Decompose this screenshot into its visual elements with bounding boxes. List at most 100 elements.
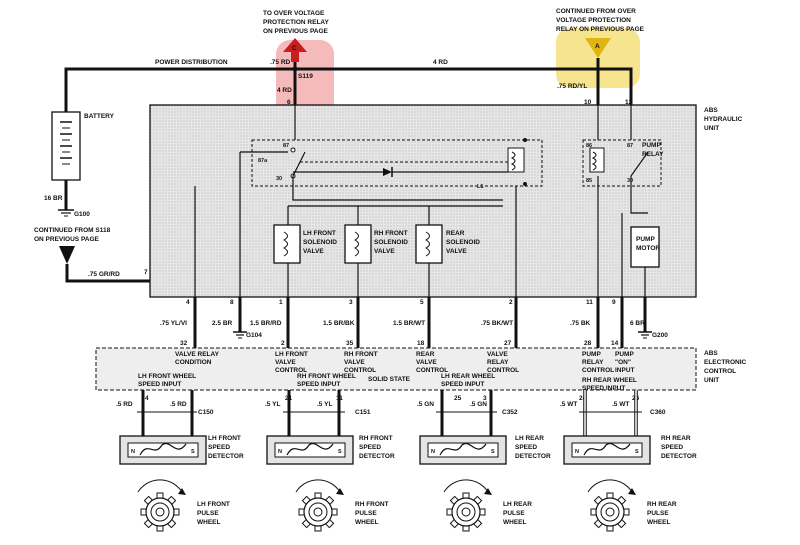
int-wire-pump [630,176,648,214]
svg-text:RH FRONT: RH FRONT [359,435,393,442]
valve-relay-coil [507,147,525,173]
battery [51,111,81,181]
s2-wire-a: .5 GN [417,401,434,408]
rh-front-valve-label: RH FRONT SOLENOID VALVE [374,230,408,255]
term-87a: 87a [258,158,268,164]
svg-text:SPEED INPUT: SPEED INPUT [441,381,484,388]
ground-g200-label: G200 [652,332,668,339]
rh-front-solenoid-valve [344,224,372,264]
wheel-label-rh-rear: RH REAR PULSE WHEEL [647,501,677,526]
pin-8: 8 [230,299,234,306]
svg-text:CONTROL: CONTROL [416,367,448,374]
svg-text:B: B [65,252,69,258]
valve-relay-dashed [251,139,543,187]
svg-text:SPEED INPUT: SPEED INPUT [138,381,181,388]
sensor-wires-lh-front [141,390,194,436]
detector-n-label: N [278,449,282,455]
svg-text:CONTROL: CONTROL [487,367,519,374]
pin-11: 11 [586,299,593,306]
ecu-pin-28: 28 [584,340,592,347]
svg-text:VALVE: VALVE [416,359,437,366]
int-wire-30 [292,176,503,201]
wheel-label-rh-front: RH FRONT PULSE WHEEL [355,501,389,526]
pin-4: 4 [186,299,190,306]
lh-front-valve-label: LH FRONT SOLENOID VALVE [303,230,337,255]
rear-solenoid-valve [415,224,443,264]
svg-text:PUMP: PUMP [582,351,601,358]
term-86: 86 [586,143,592,149]
svg-text:LH REAR: LH REAR [515,435,544,442]
term-87: 87 [283,143,289,149]
wire-label-7: 6 BR [630,320,645,327]
svg-text:SOLENOID: SOLENOID [303,239,337,246]
svg-text:VALVE: VALVE [275,359,296,366]
ecu-pin-32: 32 [180,340,188,347]
svg-text:ON PREVIOUS PAGE: ON PREVIOUS PAGE [263,28,329,35]
pin-12: 12 [625,99,633,106]
connector-b: B [59,246,75,264]
svg-text:LH REAR: LH REAR [503,501,532,508]
svg-text:PULSE: PULSE [503,510,525,517]
svg-text:SPEED: SPEED [661,444,683,451]
power-distribution-wire [64,67,633,122]
svg-text:RH REAR WHEEL: RH REAR WHEEL [582,377,637,384]
pin-1: 1 [279,299,283,306]
svg-text:PULSE: PULSE [197,510,219,517]
wire-75rd-label: .75 RD [270,59,291,66]
det-label-lh-front: LH FRONT SPEED DETECTOR [208,435,244,460]
svg-text:DETECTOR: DETECTOR [661,453,697,460]
svg-text:UNIT: UNIT [704,125,719,132]
svg-text:CONTINUED FROM S118: CONTINUED FROM S118 [34,227,111,234]
detector-s-label: S [191,449,195,455]
svg-text:PUMP: PUMP [615,351,634,358]
ecu-pin-14: 14 [611,340,619,347]
ecu-speed-input-lh-front: LH FRONT WHEEL SPEED INPUT [138,373,196,388]
svg-text:REAR: REAR [416,351,435,358]
pump-motor-label: PUMP MOTOR [636,236,660,252]
int-valve-common [287,205,503,300]
svg-text:LH REAR WHEEL: LH REAR WHEEL [441,373,495,380]
svg-text:ON PREVIOUS PAGE: ON PREVIOUS PAGE [34,236,100,243]
pin-9: 9 [612,299,616,306]
node-a [523,138,527,142]
s0-wire-a: .5 RD [116,401,133,408]
svg-text:SOLENOID: SOLENOID [374,239,408,246]
sensor-wires-rh-rear [583,390,638,436]
svg-text:RH REAR: RH REAR [661,435,691,442]
svg-text:DETECTOR: DETECTOR [208,453,244,460]
wire-4rd-vert-label: 4 RD [277,87,292,94]
svg-text:LH FRONT: LH FRONT [197,501,230,508]
battery-wire-label: 16 BR [44,195,63,202]
hydraulic-unit-title: ABS HYDRAULIC UNIT [704,107,743,132]
ecu-label-rear-valve: REAR VALVE CONTROL [416,351,448,374]
ecu-bottom-pin-25: 25 [454,395,462,402]
battery-label: BATTERY [84,113,115,120]
relay-contact [290,147,296,153]
ecu-speed-input-rh-front: RH FRONT WHEEL SPEED INPUT [297,373,356,388]
power-distribution-label: POWER DISTRIBUTION [155,59,228,66]
control-unit-title: ABS ELECTRONIC CONTROL UNIT [704,350,747,384]
wire-4rd-label: 4 RD [433,59,448,66]
s0-conn: C150 [198,409,214,416]
pulse-wheel-1 [295,479,344,532]
b-note: CONTINUED FROM S118 ON PREVIOUS PAGE [34,227,111,243]
svg-text:INPUT: INPUT [615,367,635,374]
svg-text:VALVE: VALVE [487,351,508,358]
wire-label-5: .75 BK/WT [481,320,513,327]
s0-wire-b: .5 RD [170,401,187,408]
svg-text:REAR: REAR [446,230,465,237]
svg-text:ELECTRONIC: ELECTRONIC [704,359,747,366]
svg-text:DETECTOR: DETECTOR [359,453,395,460]
svg-text:SOLENOID: SOLENOID [446,239,480,246]
ground-g100-label: G100 [74,211,90,218]
svg-text:RH REAR: RH REAR [647,501,677,508]
svg-text:PUMP: PUMP [636,236,655,243]
svg-text:RELAY: RELAY [487,359,509,366]
s3-conn: C360 [650,409,666,416]
svg-text:RH FRONT: RH FRONT [344,351,378,358]
svg-text:HYDRAULIC: HYDRAULIC [704,116,743,123]
